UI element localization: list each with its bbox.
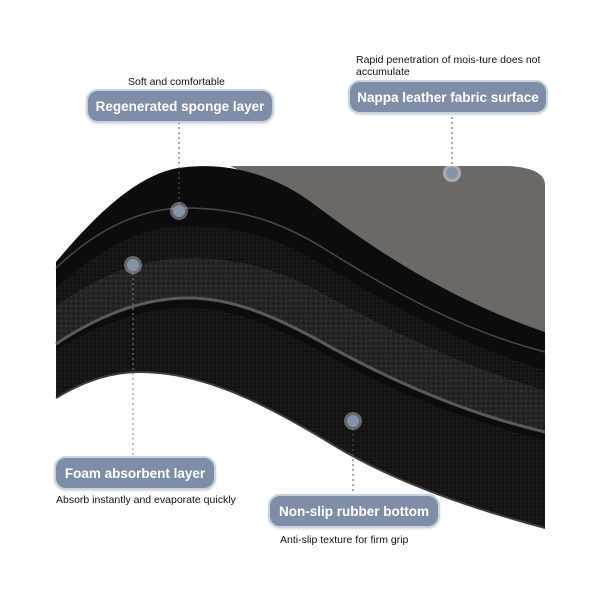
layer-seam [55, 296, 546, 434]
rubber-bottom-band [56, 308, 545, 528]
nappa-note: Rapid penetration of mois-ture does not … [356, 54, 541, 78]
foam-label: Foam absorbent layer [54, 456, 216, 490]
foam-note: Absorb instantly and evaporate quickly [56, 494, 236, 506]
marker-dot-foam [124, 256, 142, 274]
marker-dot-nappa [443, 164, 461, 182]
marker-dot-sponge [170, 202, 188, 220]
nappa-label: Nappa leather fabric surface [348, 80, 548, 114]
sponge-note: Soft and comfortable [128, 76, 225, 88]
marker-dot-rubber [344, 412, 362, 430]
foam-layer-band [56, 258, 545, 432]
layer-edge-highlight [55, 207, 546, 353]
sponge-layer-band [56, 226, 545, 390]
sponge-label: Regenerated sponge layer [86, 89, 274, 123]
mat-lower-edge [55, 370, 546, 529]
rubber-note: Anti-slip texture for firm grip [280, 534, 409, 546]
rubber-label: Non-slip rubber bottom [268, 494, 440, 528]
